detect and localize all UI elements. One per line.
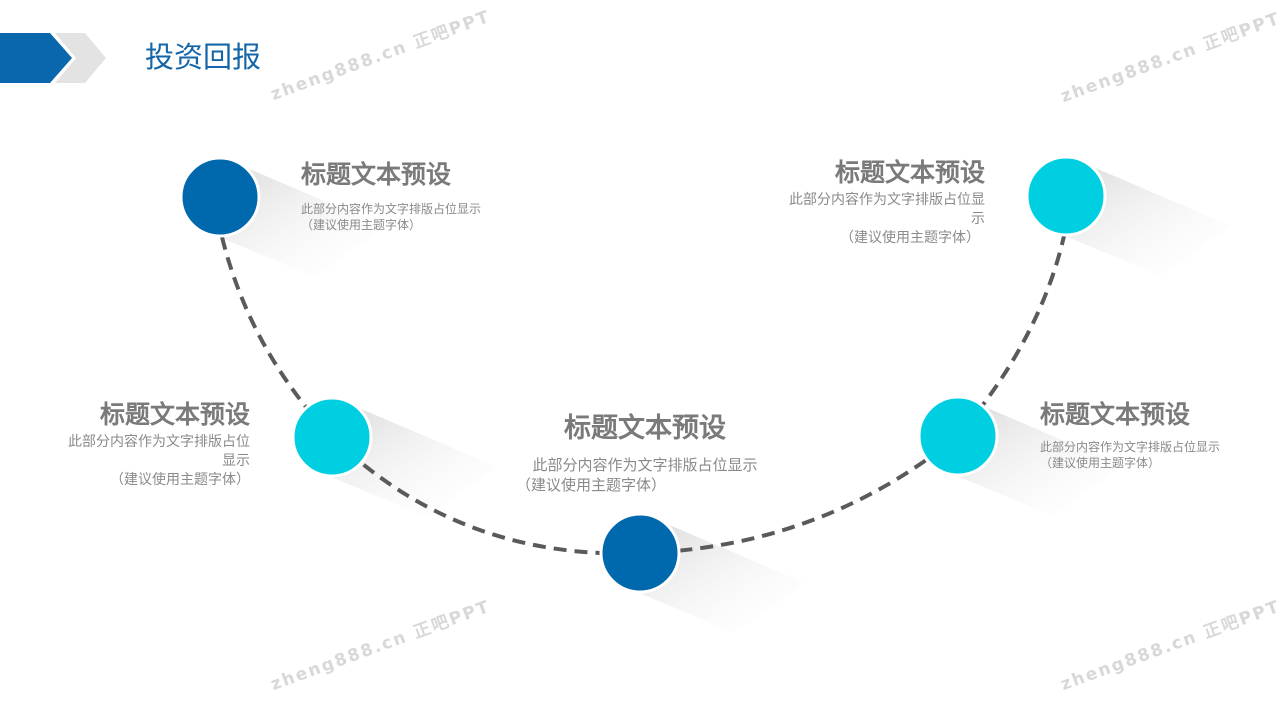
item-3: 标题文本预设 此部分内容作为文字排版占位显示 （建议使用主题字体）: [510, 406, 780, 496]
item-title: 标题文本预设: [834, 158, 985, 187]
item-body: 此部分内容作为文字排版占位显示: [68, 434, 250, 469]
banner-chevron-blue: [0, 33, 72, 83]
node-circle-4: [917, 395, 999, 477]
node-circle-3: [599, 512, 681, 594]
item-body: 此部分内容作为文字排版占位显示: [532, 456, 758, 474]
item-note: （建议使用主题字体）: [301, 218, 422, 233]
node-circle-2: [291, 396, 373, 478]
dashed-curve: [220, 235, 1066, 556]
item-note: （建议使用主题字体）: [516, 476, 667, 495]
item-5: 标题文本预设 此部分内容作为文字排版占位显示 （建议使用主题字体）: [780, 153, 985, 248]
slide-title: 投资回报: [145, 40, 262, 74]
item-body: 此部分内容作为文字排版占位显示: [1040, 440, 1221, 454]
item-title: 标题文本预设: [99, 400, 250, 429]
item-2: 标题文本预设 此部分内容作为文字排版占位显示 （建议使用主题字体）: [40, 395, 250, 490]
item-4: 标题文本预设 此部分内容作为文字排版占位显示 （建议使用主题字体）: [1040, 395, 1225, 471]
item-note: （建议使用主题字体）: [110, 471, 250, 488]
item-title: 标题文本预设: [301, 160, 452, 189]
item-title: 标题文本预设: [564, 413, 726, 444]
node-circle-5: [1025, 155, 1107, 237]
item-body: 此部分内容作为文字排版占位显示: [789, 192, 985, 227]
item-body: 此部分内容作为文字排版占位显示: [301, 202, 482, 216]
item-note: （建议使用主题字体）: [840, 229, 980, 246]
node-circle-1: [179, 156, 261, 238]
banner-chevron-gray: [55, 33, 106, 83]
item-title: 标题文本预设: [1040, 400, 1191, 429]
item-1: 标题文本预设 此部分内容作为文字排版占位显示 （建议使用主题字体）: [301, 155, 491, 233]
item-note: （建议使用主题字体）: [1040, 456, 1161, 471]
